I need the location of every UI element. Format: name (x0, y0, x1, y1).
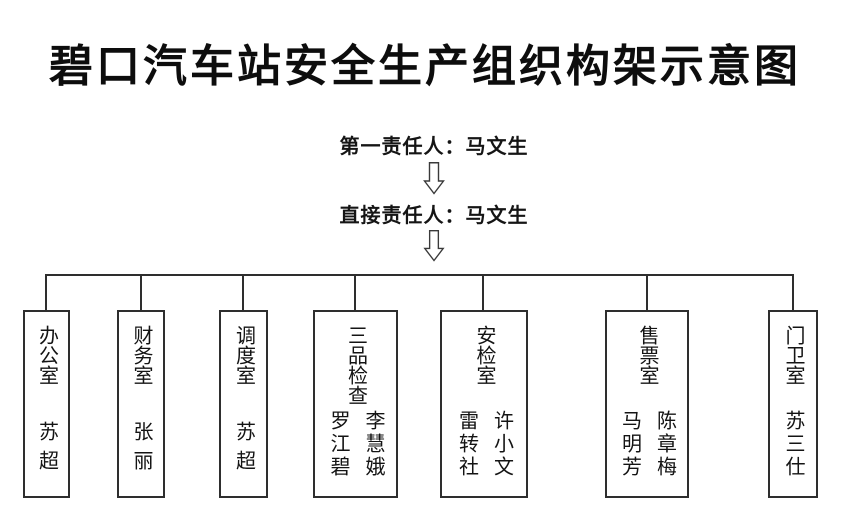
direct-responsible-label: 直接责任人：马文生 (339, 205, 529, 227)
first-responsible-label: 第一责任人：马文生 (339, 136, 529, 158)
staff-name: 马明芳 (618, 410, 641, 479)
staff-names: 陈章梅 马明芳 (618, 410, 676, 479)
unit-box-finance: 财务室 张丽 (117, 310, 165, 498)
dept-label: 财务室 (130, 325, 152, 385)
connector-stub (242, 274, 244, 312)
staff-name: 陈章梅 (653, 410, 676, 479)
staff-name: 苏三仕 (782, 410, 804, 479)
unit-box-dispatch: 调度室 苏超 (219, 310, 268, 498)
staff-names: 李慧娥 罗江碧 (327, 410, 384, 479)
staff-name: 苏超 (232, 421, 255, 479)
connector-stub (482, 274, 484, 312)
unit-box-office: 办公室 苏超 (23, 310, 70, 498)
connector-horizontal-line (45, 274, 794, 276)
staff-name: 李慧娥 (362, 410, 384, 479)
staff-names: 苏超 (35, 421, 58, 479)
staff-name: 许小文 (490, 410, 513, 479)
dept-label: 门卫室 (782, 325, 804, 385)
staff-name: 苏超 (35, 421, 58, 479)
staff-names: 许小文 雷转社 (455, 410, 513, 479)
unit-box-ticket-office: 售票室 陈章梅 马明芳 (605, 310, 689, 498)
dept-label: 三品检查 (344, 325, 367, 405)
unit-box-security-check: 安检室 许小文 雷转社 (440, 310, 528, 498)
connector-stub (646, 274, 648, 312)
dept-label: 安检室 (473, 325, 495, 385)
connector-stub (140, 274, 142, 312)
staff-name: 雷转社 (455, 410, 478, 479)
unit-box-gate-guard: 门卫室 苏三仕 (768, 310, 818, 498)
connector-stub (45, 274, 47, 312)
dept-label: 调度室 (232, 325, 255, 385)
staff-names: 苏三仕 (782, 410, 804, 479)
staff-name: 张丽 (130, 421, 152, 479)
staff-name: 罗江碧 (327, 410, 349, 479)
staff-names: 张丽 (130, 421, 152, 479)
down-arrow-icon (423, 162, 445, 200)
dept-label: 办公室 (35, 325, 58, 385)
connector-stub (792, 274, 794, 312)
unit-box-three-item-inspection: 三品检查 李慧娥 罗江碧 (313, 310, 398, 498)
dept-label: 售票室 (636, 325, 658, 385)
page-title: 碧口汽车站安全生产组织构架示意图 (49, 42, 801, 91)
connector-stub (354, 274, 356, 312)
staff-names: 苏超 (232, 421, 255, 479)
down-arrow-icon (423, 230, 445, 267)
